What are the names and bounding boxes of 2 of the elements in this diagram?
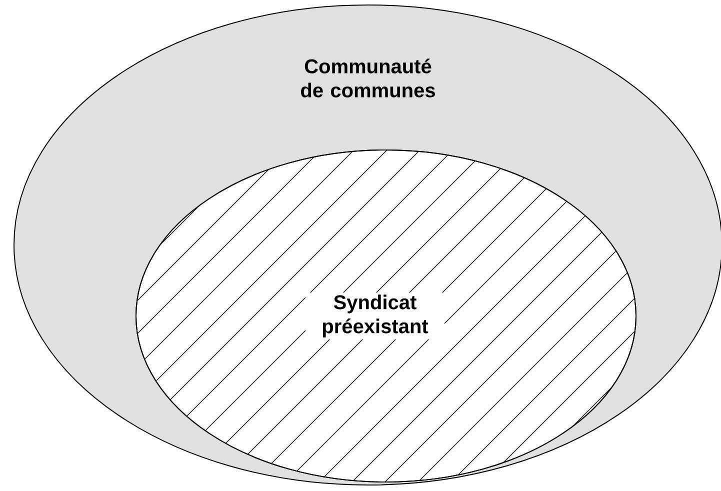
node-label: Syndicat préexistant <box>322 294 428 338</box>
ellipse-region: Syndicat préexistant <box>136 150 636 482</box>
